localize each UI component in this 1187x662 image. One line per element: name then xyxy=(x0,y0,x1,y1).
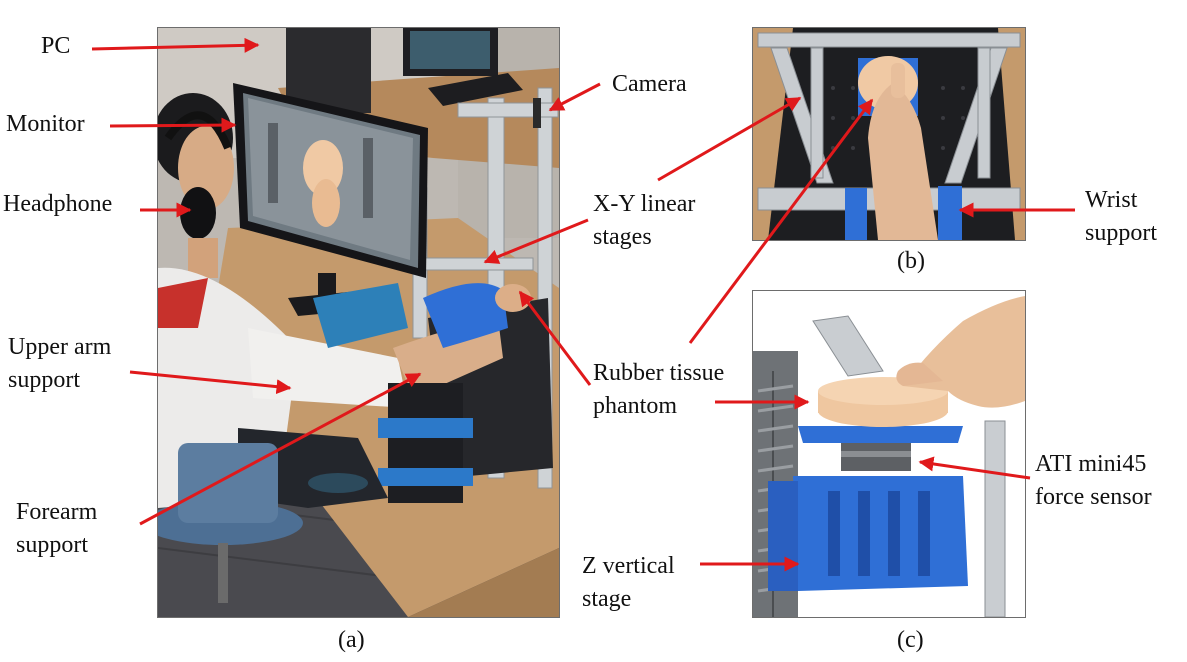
label-ati-sensor: ATI mini45 force sensor xyxy=(1035,451,1152,510)
label-upper-arm-support: Upper arm support xyxy=(8,334,112,393)
label-camera: Camera xyxy=(612,71,687,97)
label-headphone: Headphone xyxy=(3,191,113,217)
photo-c-z-stage xyxy=(752,290,1026,618)
z-stage-illustration xyxy=(753,291,1025,617)
label-pc: PC xyxy=(41,33,71,59)
setup-photo-illustration xyxy=(158,28,559,617)
caption-b: (b) xyxy=(897,248,925,274)
caption-a: (a) xyxy=(338,627,365,653)
label-xy-stages: X-Y linear stages xyxy=(593,191,696,250)
label-monitor: Monitor xyxy=(6,111,85,137)
photo-b-top-view xyxy=(752,27,1026,241)
caption-c: (c) xyxy=(897,627,924,653)
label-z-stage: Z vertical stage xyxy=(582,553,675,612)
top-view-illustration xyxy=(753,28,1025,240)
label-rubber-phantom: Rubber tissue phantom xyxy=(593,360,725,419)
label-wrist-support: Wrist support xyxy=(1085,187,1157,246)
label-forearm-support: Forearm support xyxy=(16,499,98,558)
photo-a-setup xyxy=(157,27,560,618)
